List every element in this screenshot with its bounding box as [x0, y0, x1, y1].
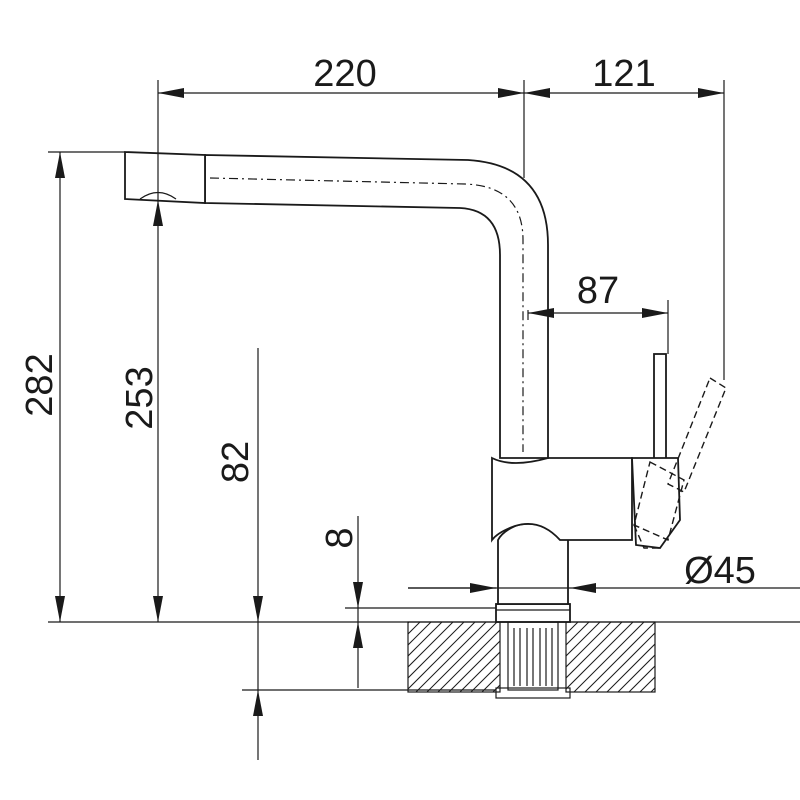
hatch-line: [408, 622, 465, 679]
arrow-253-bottom: [153, 596, 163, 622]
dim-label-253: 253: [119, 366, 161, 429]
hatch-line: [566, 622, 612, 668]
mounting-shank: [495, 621, 571, 699]
hatch-line: [492, 684, 500, 692]
hatch-line: [448, 640, 500, 692]
hatch-line: [566, 622, 634, 690]
hatch-line: [606, 643, 655, 692]
lever-closed: [631, 353, 681, 549]
hatch-line: [408, 622, 410, 624]
arrow-121-right: [698, 88, 724, 98]
dim-label-82: 82: [215, 441, 257, 483]
hatch-line: [481, 673, 500, 692]
hatch-line: [566, 622, 579, 635]
arrow-82-bottom: [253, 690, 263, 716]
hatch-line: [595, 632, 655, 692]
dim-label-87: 87: [577, 270, 619, 312]
hatch-line: [459, 651, 500, 692]
dim-label-121: 121: [592, 53, 655, 95]
hatch-line: [566, 622, 623, 679]
dimension-lines: [48, 80, 800, 760]
hatch-line: [650, 687, 655, 692]
hatch-line: [437, 629, 500, 692]
arrow-8-top: [353, 582, 363, 608]
hatch-line: [408, 622, 476, 690]
hatch-line: [408, 622, 443, 657]
hatch-line: [573, 622, 645, 692]
hatch-line: [662, 620, 734, 692]
hatch-right: [486, 620, 734, 692]
arrow-87-right: [642, 308, 668, 318]
spout-head: [124, 151, 206, 204]
arrow-121-left: [524, 88, 550, 98]
hatch-line: [408, 622, 432, 646]
dim-label-220: 220: [313, 53, 376, 95]
hatch-left: [328, 620, 500, 692]
spout-centerline: [209, 177, 524, 452]
hatch-line: [584, 622, 655, 692]
hatch-line: [566, 622, 590, 646]
hatch-line: [328, 620, 400, 692]
arrow-282-top: [55, 152, 65, 178]
spout: [124, 151, 549, 459]
shank-nut: [495, 687, 571, 699]
hatch-line: [426, 622, 498, 692]
hatch-line: [415, 622, 487, 692]
arrow-diameter-right: [570, 583, 596, 593]
hatch-line: [617, 654, 655, 692]
arrow-220-left: [158, 88, 184, 98]
hatch-line: [408, 622, 454, 668]
arrow-282-bottom: [55, 596, 65, 622]
hatch-line: [470, 662, 500, 692]
arrow-82-top: [253, 596, 263, 622]
hatch-line: [408, 622, 421, 635]
dim-label-282: 282: [19, 353, 61, 416]
arrow-8-bottom: [353, 622, 363, 648]
hatch-line: [566, 622, 601, 657]
hatch-line: [628, 665, 655, 692]
arrow-87-left: [528, 308, 554, 318]
dim-label-diameter-45: Ø45: [684, 550, 756, 592]
arrow-253-top: [153, 200, 163, 226]
base-plate: [495, 603, 571, 623]
countertop-section: [328, 620, 734, 693]
hatch-line: [486, 620, 558, 692]
arrow-diameter-left: [470, 583, 496, 593]
arrow-220-right: [498, 88, 524, 98]
faucet-body: [491, 456, 633, 605]
dim-label-8: 8: [319, 527, 361, 548]
hatch-line: [639, 676, 655, 692]
lever-open-dashed: [633, 376, 727, 549]
